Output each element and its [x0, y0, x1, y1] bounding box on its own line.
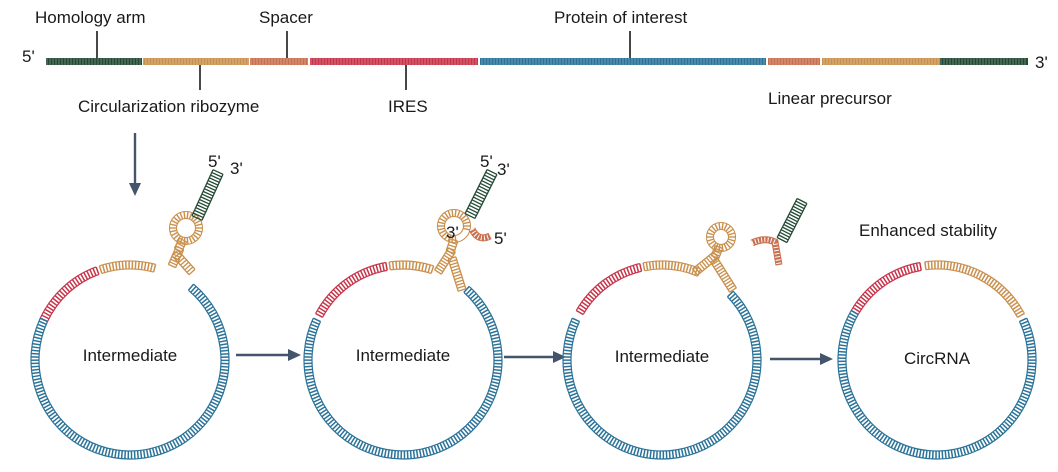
stage-1: Intermediate 5' 3'	[30, 152, 243, 460]
stage-2-three-prime: 3'	[497, 160, 510, 179]
circularization-ribozyme-label: Circularization ribozyme	[78, 97, 259, 116]
stage-1-three-prime: 3'	[230, 159, 243, 178]
enhanced-stability-label: Enhanced stability	[859, 221, 997, 240]
stage-2-fragment-three-prime: 3'	[446, 223, 459, 242]
ribozyme-5-segment	[143, 58, 249, 65]
homology-arm-label: Homology arm	[35, 8, 146, 27]
three-prime-label: 3'	[1035, 53, 1048, 72]
stage-3-label: Intermediate	[615, 347, 710, 366]
homology-arm-3-segment	[940, 58, 1028, 65]
spacer-segment	[250, 58, 308, 65]
arrow-1-to-2	[236, 349, 301, 361]
circle-2	[303, 260, 503, 460]
ribozyme-stem-1	[167, 169, 224, 276]
process-arrows	[129, 133, 833, 365]
arrow-2-to-3	[504, 351, 566, 363]
ribozyme-stem-2	[434, 168, 498, 292]
circle-1	[30, 260, 230, 460]
protein-of-interest-label: Protein of interest	[554, 8, 688, 27]
arrow-3-to-4	[770, 353, 833, 365]
stage-1-label: Intermediate	[83, 346, 178, 365]
circle-4	[837, 260, 1037, 460]
label-pointers	[96, 31, 631, 90]
down-arrow	[129, 133, 141, 196]
linear-precursor: 5' 3' Homology arm Spacer Protein of int…	[22, 8, 1048, 116]
stage-3: Intermediate	[562, 197, 808, 460]
stage-2-fragment-five-prime: 5'	[494, 229, 507, 248]
homology-arm-5-segment	[46, 58, 142, 65]
linear-strand	[46, 58, 1028, 65]
ires-segment	[310, 58, 478, 65]
ires-label: IRES	[388, 97, 428, 116]
spacer-3-segment	[768, 58, 820, 65]
stage-2-label: Intermediate	[356, 346, 451, 365]
stage-4: CircRNA Enhanced stability	[837, 221, 1037, 460]
ribozyme-stem-3	[691, 197, 808, 293]
stage-4-label: CircRNA	[904, 349, 971, 368]
circle-3	[562, 260, 762, 460]
linear-precursor-label: Linear precursor	[768, 89, 892, 108]
spacer-label: Spacer	[259, 8, 313, 27]
stage-2-five-prime: 5'	[480, 152, 493, 171]
stage-2: Intermediate 5' 3' 3' 5'	[303, 152, 510, 460]
stage-1-five-prime: 5'	[208, 152, 221, 171]
five-prime-label: 5'	[22, 47, 35, 66]
protein-of-interest-segment	[480, 58, 766, 65]
ribozyme-3-segment	[822, 58, 940, 65]
